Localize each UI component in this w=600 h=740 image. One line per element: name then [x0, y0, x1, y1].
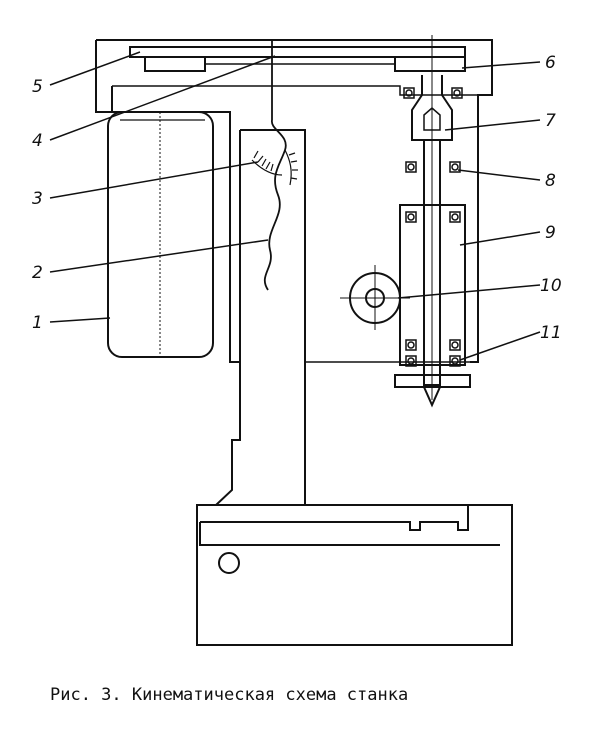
label-6: 6	[545, 53, 556, 73]
label-4: 4	[32, 131, 43, 151]
head-housing	[95, 39, 493, 363]
machine-base	[196, 504, 513, 646]
bearings	[403, 87, 463, 367]
label-10: 10	[540, 276, 562, 296]
belt-top-bar	[129, 46, 466, 58]
label-5: 5	[32, 77, 43, 97]
label-9: 9	[545, 223, 556, 243]
pulley-left	[144, 56, 206, 72]
leader-lines	[49, 51, 541, 361]
label-8: 8	[545, 171, 556, 191]
column	[215, 129, 478, 506]
label-11: 11	[540, 323, 562, 343]
pulley-right	[394, 56, 466, 72]
label-3: 3	[32, 189, 43, 209]
flexible-shaft	[263, 40, 287, 291]
label-1: 1	[32, 313, 43, 333]
label-7: 7	[545, 111, 556, 131]
base-knob	[218, 552, 240, 574]
belt-drive	[129, 46, 466, 72]
label-2: 2	[32, 263, 43, 283]
spindle-assembly	[394, 35, 471, 408]
figure-caption: Рис. 3. Кинематическая схема станка	[50, 685, 408, 705]
motor	[107, 111, 214, 358]
